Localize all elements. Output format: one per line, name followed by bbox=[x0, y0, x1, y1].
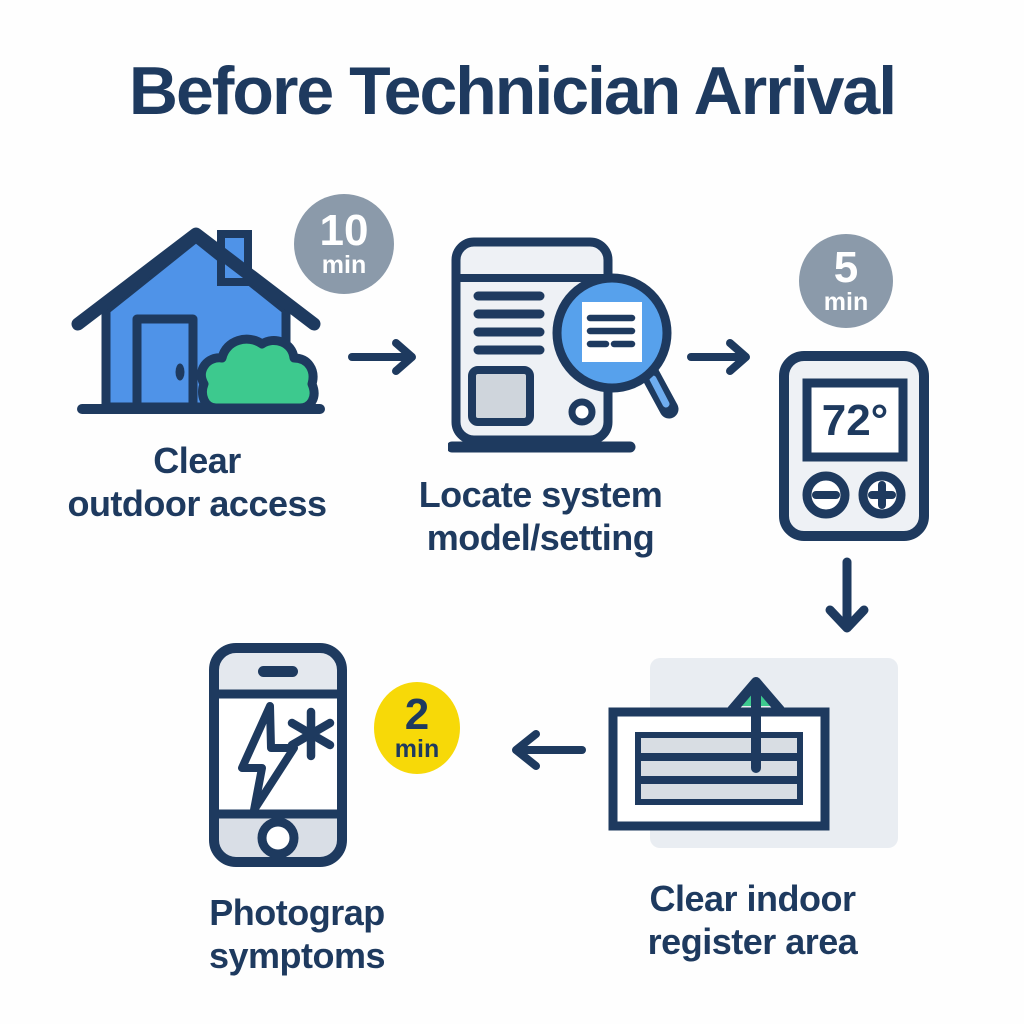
badge-unit: min bbox=[823, 288, 869, 317]
thermostat-icon: 72° bbox=[778, 350, 930, 542]
step-label-line: Locate system bbox=[418, 474, 663, 515]
thermostat-display: 72° bbox=[822, 396, 889, 445]
duration-badge-10min: 10 min bbox=[294, 194, 394, 294]
badge-unit: min bbox=[321, 251, 367, 280]
arrow-right-icon bbox=[686, 336, 760, 378]
step-label-photograph-symptoms: Photograp symptoms bbox=[166, 892, 428, 978]
step-label-line: model/setting bbox=[426, 516, 655, 558]
step-label-line: outdoor access bbox=[67, 482, 327, 524]
duration-badge-2min: 2 min bbox=[374, 682, 460, 774]
arrow-right-icon bbox=[346, 336, 428, 378]
air-register-icon bbox=[608, 638, 910, 860]
badge-value: 2 bbox=[404, 689, 430, 739]
badge-value: 10 bbox=[319, 205, 369, 255]
page-title: Before Technician Arrival bbox=[128, 53, 897, 129]
badge-value: 5 bbox=[833, 242, 859, 292]
badge-unit: min bbox=[394, 735, 440, 764]
smartphone-symptom-icon bbox=[208, 642, 348, 868]
step-label-clear-indoor-register: Clear indoor register area bbox=[620, 878, 885, 964]
step-label-locate-system-model: Locate system model/setting bbox=[388, 474, 693, 560]
step-label-clear-outdoor-access: Clear outdoor access bbox=[37, 440, 357, 526]
step-label-line: Photograp bbox=[209, 892, 385, 933]
step-label-line: symptoms bbox=[208, 934, 386, 976]
furnace-magnifier-icon bbox=[448, 234, 688, 458]
step-label-line: Clear indoor bbox=[649, 878, 856, 919]
step-label-line: Clear bbox=[153, 440, 241, 481]
step-label-line: register area bbox=[647, 920, 858, 962]
duration-badge-5min: 5 min bbox=[799, 234, 893, 328]
arrow-left-icon bbox=[498, 726, 586, 774]
house-icon bbox=[68, 212, 336, 420]
arrow-down-icon bbox=[822, 556, 872, 648]
